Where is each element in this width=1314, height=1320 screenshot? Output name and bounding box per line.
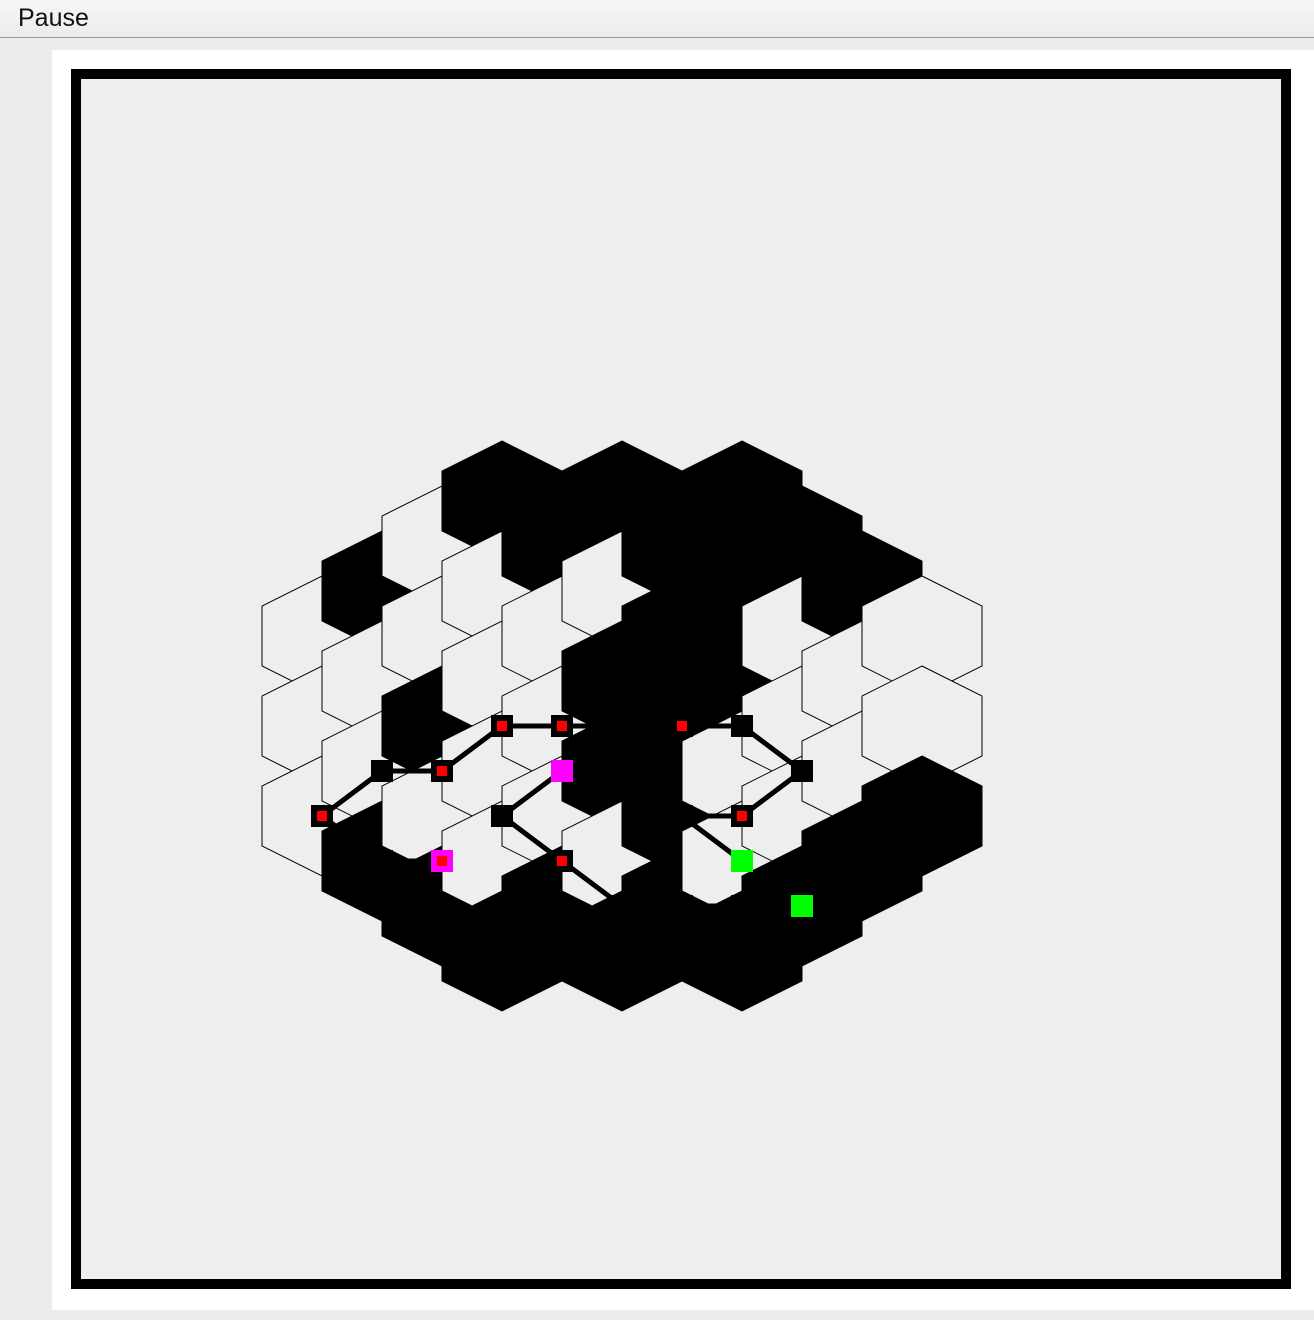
visited-marker — [317, 811, 327, 821]
visited-marker — [557, 856, 567, 866]
path-node — [491, 805, 513, 827]
visited-marker — [497, 721, 507, 731]
menu-bar: Pause — [0, 0, 1314, 38]
path-node — [611, 895, 633, 917]
hex-cells-layer — [261, 440, 983, 1012]
visited-marker — [437, 856, 447, 866]
path-node — [791, 760, 813, 782]
visited-marker — [737, 811, 747, 821]
goal-marker — [791, 895, 813, 917]
path-nodes-layer — [311, 715, 813, 917]
path-node — [611, 715, 633, 737]
path-node — [671, 895, 693, 917]
path-node — [371, 760, 393, 782]
visited-marker — [677, 721, 687, 731]
pause-menu-button[interactable]: Pause — [18, 4, 89, 32]
path-endpoint-marker — [551, 760, 573, 782]
wall-cell[interactable] — [861, 755, 983, 877]
path-node — [731, 715, 753, 737]
visited-marker — [437, 766, 447, 776]
path-node — [371, 850, 393, 872]
path-node — [731, 895, 753, 917]
path-node — [671, 805, 693, 827]
goal-marker — [731, 850, 753, 872]
visited-marker — [557, 721, 567, 731]
